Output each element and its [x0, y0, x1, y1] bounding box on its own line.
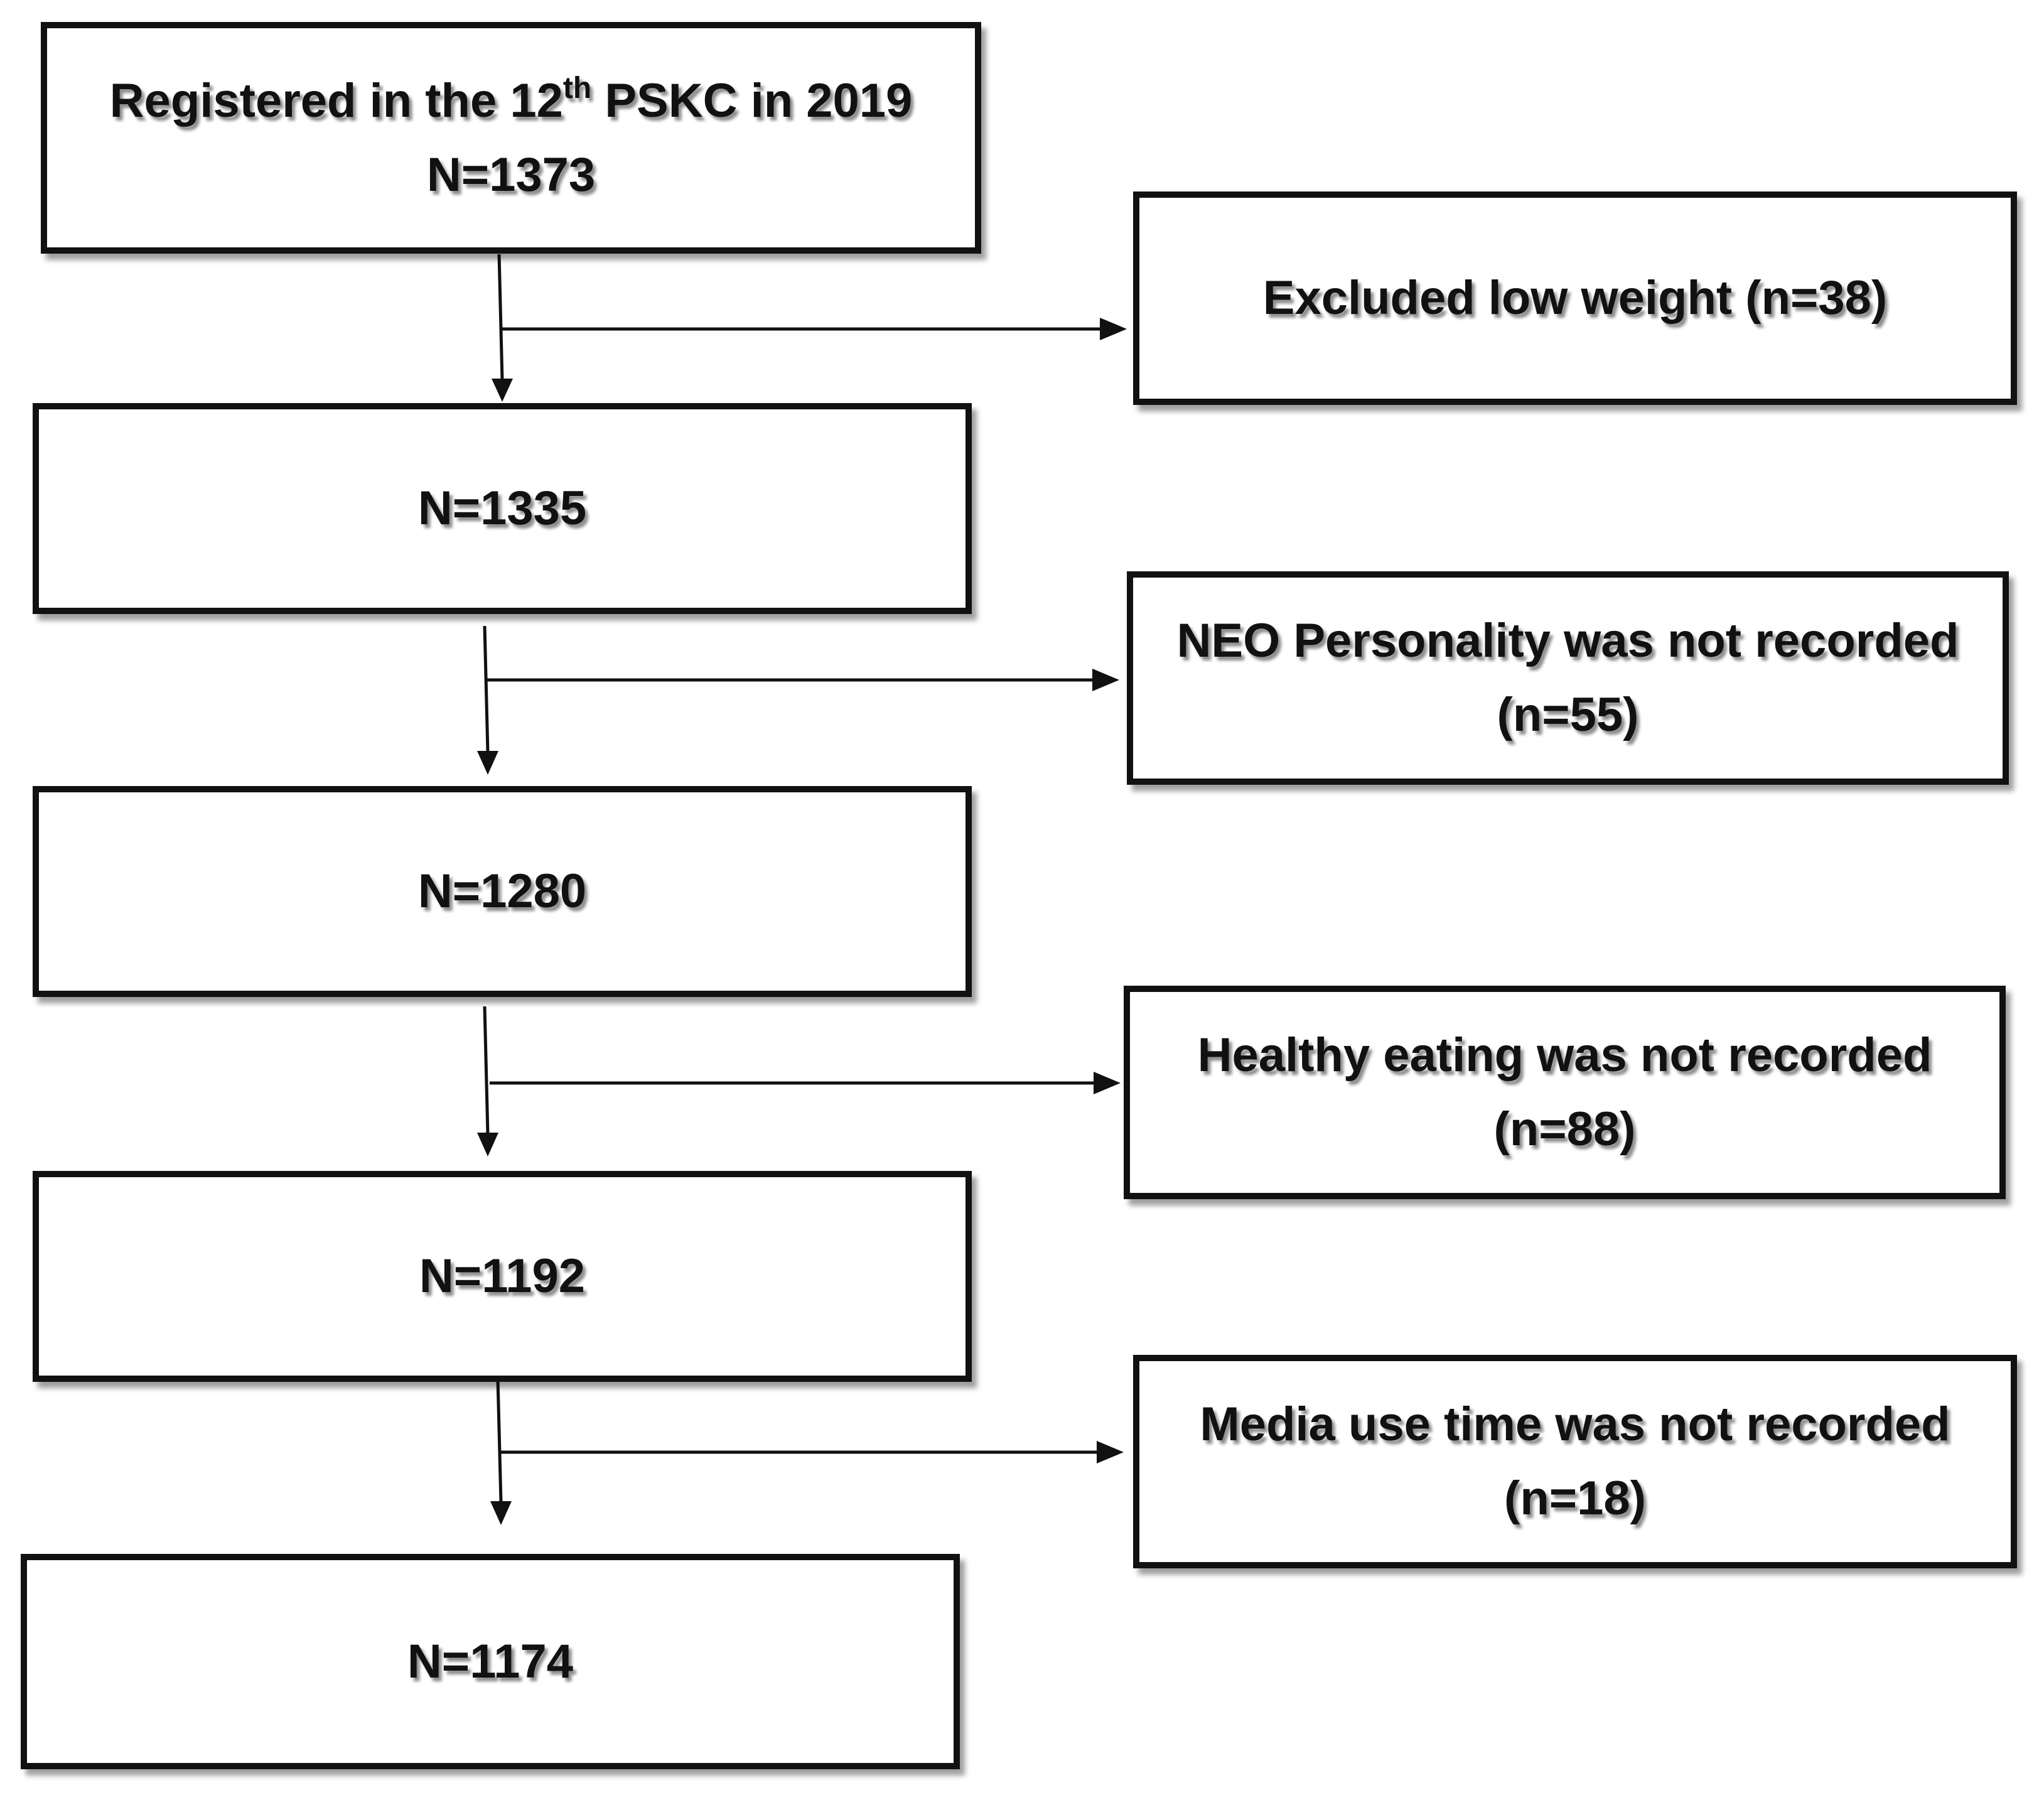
exclusion-reason-4: Media use time was not recorded — [1200, 1398, 1950, 1452]
count-box-3: N=1280 — [33, 786, 972, 997]
exclusion-box-3: Healthy eating was not recorded (n=88) — [1124, 986, 2006, 1199]
final-count-box: N=1174 — [21, 1554, 960, 1769]
down-arrowhead-2 — [477, 751, 498, 775]
exclusion-box-1: Excluded low weight (n=38) — [1133, 191, 2017, 405]
down-arrowhead-1 — [492, 379, 513, 402]
down-connector-2 — [483, 625, 490, 753]
down-connector-4 — [496, 1379, 503, 1503]
down-arrowhead-3 — [477, 1133, 498, 1156]
down-connector-3 — [483, 1006, 490, 1134]
side-arrowhead-4 — [1097, 1441, 1124, 1463]
count-box-2: N=1335 — [33, 403, 972, 614]
down-arrowhead-4 — [490, 1501, 512, 1525]
registered-title-superscript: th — [562, 71, 592, 105]
registered-count: N=1373 — [426, 148, 596, 202]
exclusion-count-3: (n=88) — [1493, 1102, 1636, 1156]
exclusion-box-2: NEO Personality was not recorded (n=55) — [1127, 571, 2009, 785]
registered-title: Registered in the 12th PSKC in 2019 — [110, 64, 913, 138]
exclusion-count-2: (n=55) — [1497, 688, 1639, 741]
exclusion-reason-3: Healthy eating was not recorded — [1197, 1028, 1932, 1082]
registered-title-suffix: PSKC in 2019 — [591, 73, 913, 127]
exclusion-count-4: (n=18) — [1504, 1472, 1646, 1525]
count-box-4: N=1192 — [33, 1171, 972, 1382]
down-connector-1 — [497, 254, 504, 380]
side-arrowhead-2 — [1092, 669, 1119, 691]
exclusion-reason-1: Excluded low weight (n=38) — [1262, 271, 1888, 325]
count-value-4: N=1192 — [419, 1249, 586, 1303]
count-value-3: N=1280 — [417, 865, 587, 919]
registered-title-prefix: Registered in the 12 — [109, 73, 563, 127]
side-arrowhead-3 — [1094, 1072, 1121, 1094]
side-arrowhead-1 — [1100, 318, 1127, 340]
final-count-value: N=1174 — [407, 1634, 574, 1688]
exclusion-reason-2: NEO Personality was not recorded — [1176, 614, 1959, 668]
count-value-2: N=1335 — [417, 482, 587, 536]
exclusion-box-4: Media use time was not recorded (n=18) — [1133, 1355, 2017, 1568]
registered-box: Registered in the 12th PSKC in 2019 N=13… — [41, 22, 981, 254]
